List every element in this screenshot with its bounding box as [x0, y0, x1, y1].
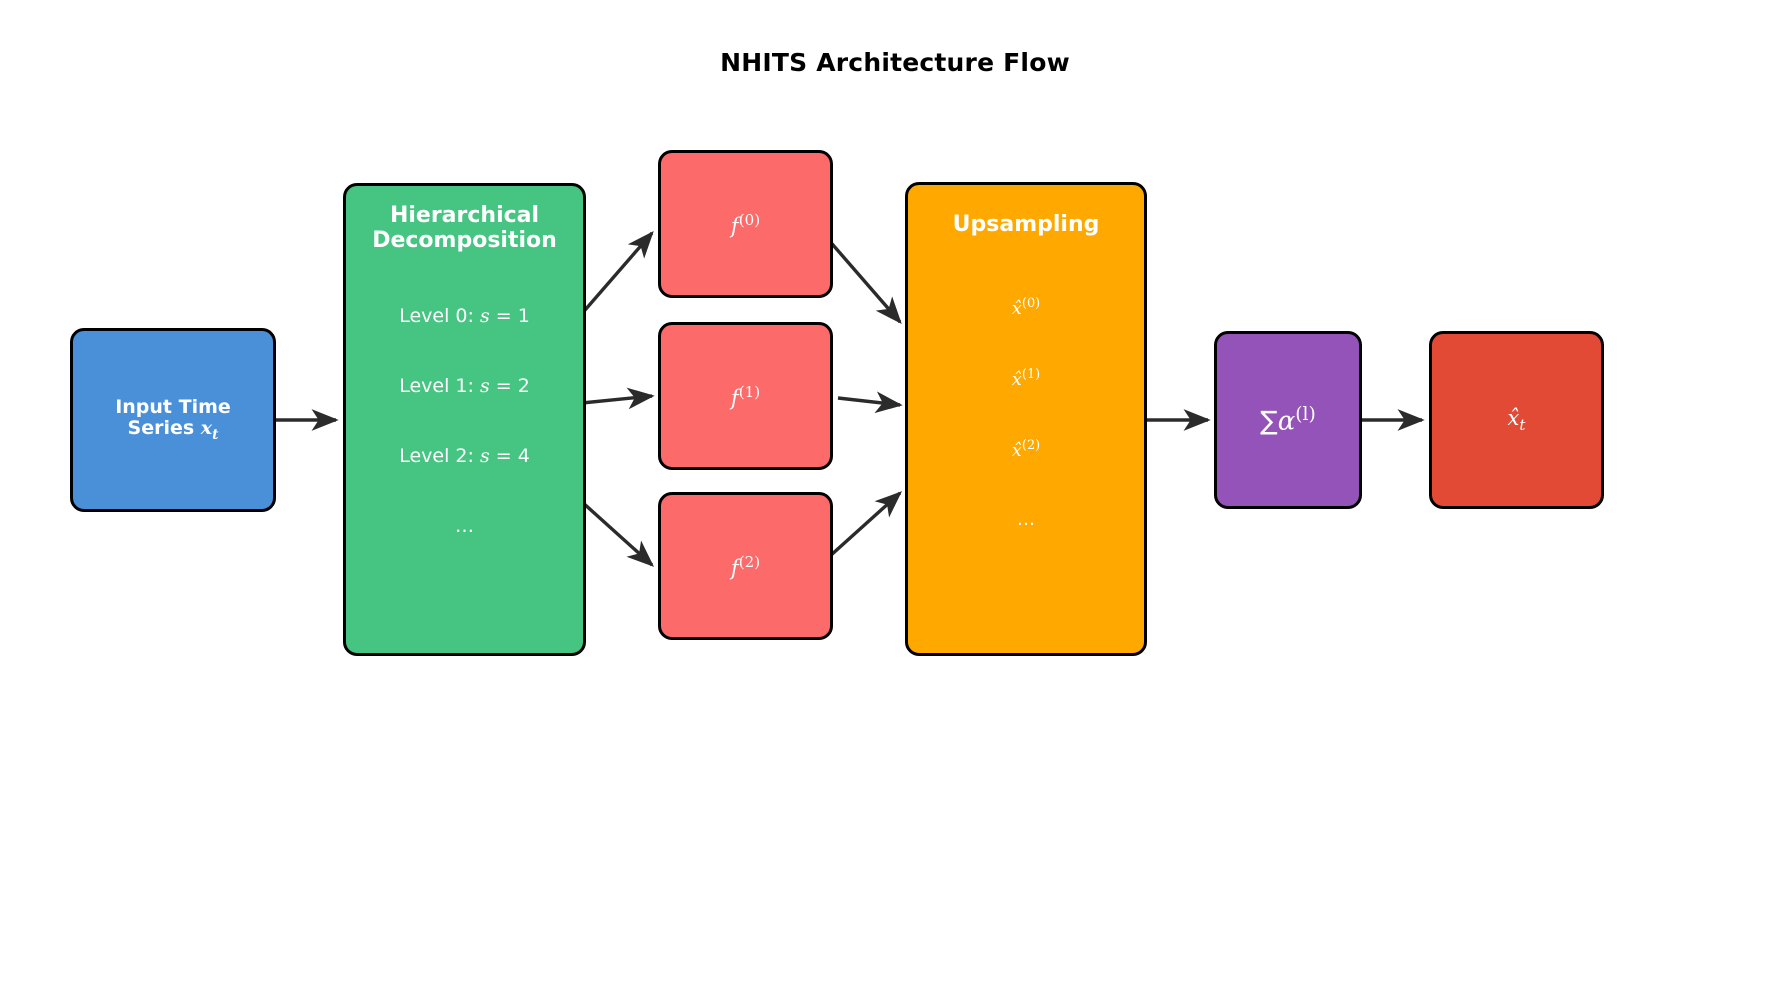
upsampling-item-2: x̂(2): [1012, 438, 1041, 461]
basis-block-2-superscript: (2): [738, 552, 761, 571]
level-0-eq: =: [489, 305, 518, 328]
input-symbol-subscript: t: [212, 426, 219, 443]
basis-block-1-base: f: [730, 385, 739, 410]
level-item-1: Level 1: s = 2: [399, 375, 530, 397]
edge-f1-to-upsampling: [837, 391, 903, 414]
upsampling-items-list: x̂(0) x̂(1) x̂(2) …: [908, 296, 1144, 530]
level-2-value: 4: [517, 445, 530, 468]
input-symbol: x: [200, 417, 213, 440]
level-0-var: s: [479, 305, 490, 328]
basis-block-0-superscript: (0): [738, 210, 761, 229]
input-time-series-node[interactable]: Input Time Series xt: [70, 328, 276, 512]
upsampling-item-0-base: x̂: [1011, 297, 1022, 319]
upsampling-item-2-base: x̂: [1011, 439, 1022, 461]
weighted-sum-label: ∑α(l): [1260, 404, 1316, 437]
level-item-2: Level 2: s = 4: [399, 445, 530, 467]
weighted-sum-node[interactable]: ∑α(l): [1214, 331, 1362, 509]
basis-block-2-label: f(2): [731, 553, 760, 580]
level-item-0: Level 0: s = 1: [399, 305, 530, 327]
level-1-value: 2: [517, 375, 530, 398]
upsampling-node-title: Upsampling: [952, 212, 1100, 237]
page-title: NHITS Architecture Flow: [720, 48, 1070, 77]
upsampling-item-0-superscript: (0): [1021, 295, 1041, 311]
forecast-output-node[interactable]: x̂t: [1429, 331, 1604, 509]
basis-block-1-superscript: (1): [738, 382, 761, 401]
level-2-eq: =: [489, 445, 518, 468]
hierarchical-node-title: Hierarchical Decomposition: [372, 203, 557, 253]
level-1-eq: =: [489, 375, 518, 398]
upsampling-item-2-superscript: (2): [1021, 437, 1041, 453]
basis-block-2[interactable]: f(2): [658, 492, 833, 640]
basis-block-0[interactable]: f(0): [658, 150, 833, 298]
upsampling-item-0: x̂(0): [1012, 296, 1041, 319]
basis-block-1[interactable]: f(1): [658, 322, 833, 470]
level-1-prefix: Level 1:: [399, 375, 480, 398]
input-node-label: Input Time Series xt: [115, 395, 231, 443]
sigma-icon: ∑: [1260, 406, 1278, 437]
alpha-superscript: (l): [1295, 403, 1316, 425]
upsampling-item-1-base: x̂: [1011, 368, 1022, 390]
hierarchical-decomposition-node[interactable]: Hierarchical Decomposition Level 0: s = …: [343, 183, 586, 656]
basis-block-0-label: f(0): [731, 211, 760, 238]
basis-block-1-label: f(1): [731, 383, 760, 410]
alpha-symbol: α: [1277, 406, 1296, 437]
level-0-value: 1: [517, 305, 530, 328]
level-2-var: s: [479, 445, 490, 468]
hierarchical-title-line-2: Decomposition: [372, 227, 557, 253]
level-0-prefix: Level 0:: [399, 305, 480, 328]
upsampling-node[interactable]: Upsampling x̂(0) x̂(1) x̂(2) …: [905, 182, 1147, 656]
hierarchical-levels-list: Level 0: s = 1 Level 1: s = 2 Level 2: s…: [346, 305, 583, 537]
forecast-subscript: t: [1519, 416, 1526, 435]
level-2-prefix: Level 2:: [399, 445, 480, 468]
hierarchical-title-line-1: Hierarchical: [389, 203, 540, 228]
input-line-1: Input Time: [115, 395, 231, 418]
upsampling-item-1-superscript: (1): [1021, 366, 1041, 382]
basis-block-2-base: f: [730, 555, 739, 580]
upsampling-item-1: x̂(1): [1012, 367, 1041, 390]
input-line-2: Series: [127, 417, 195, 440]
hierarchical-ellipsis: …: [455, 515, 474, 538]
forecast-base: x̂: [1507, 405, 1520, 430]
basis-block-0-base: f: [730, 213, 739, 238]
level-1-var: s: [479, 375, 490, 398]
upsampling-ellipsis: …: [1017, 508, 1035, 530]
forecast-output-label: x̂t: [1508, 406, 1526, 434]
